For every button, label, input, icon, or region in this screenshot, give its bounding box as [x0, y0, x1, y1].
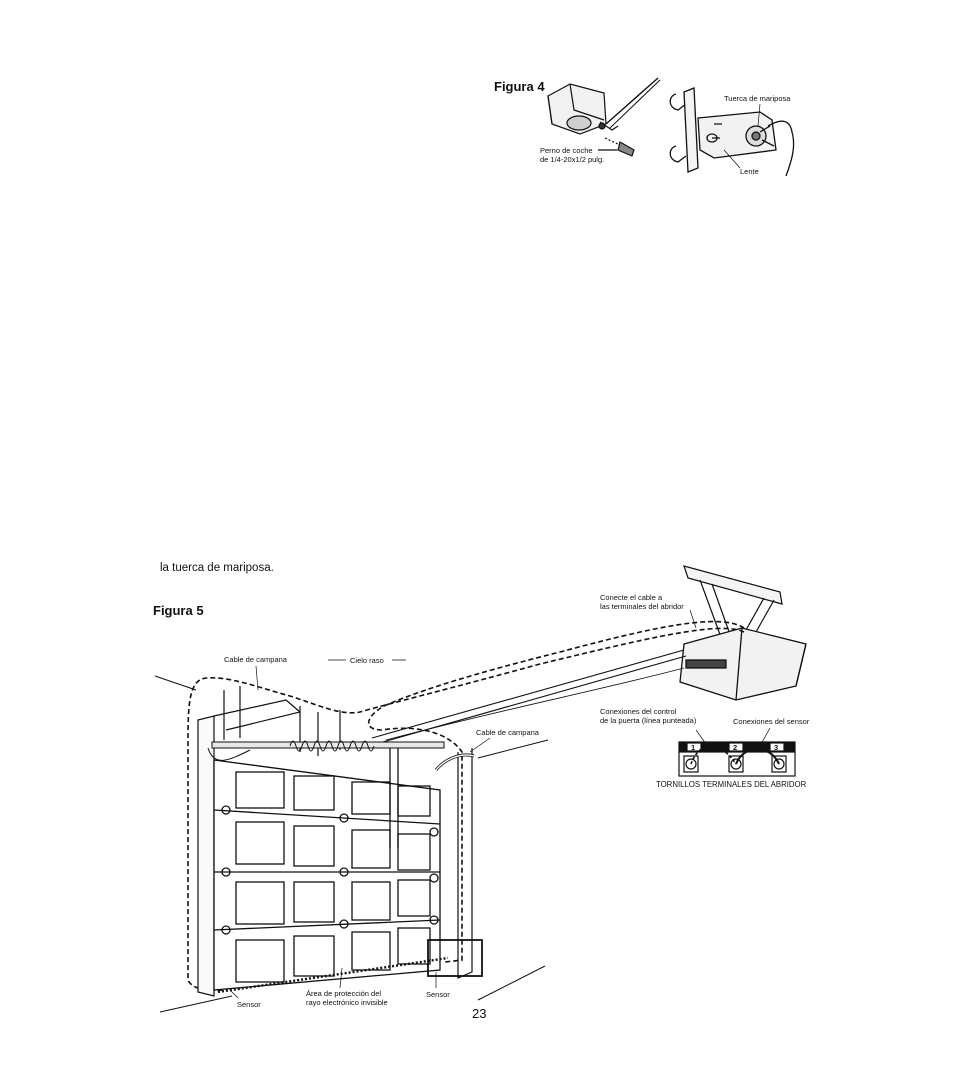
figure5-title: Figura 5 [153, 603, 204, 618]
terminal-1-label: 1 [691, 743, 696, 752]
sensor-highlight-box [427, 939, 483, 977]
opener-unit-drawing [679, 627, 807, 701]
protection-area-line1: Área de protección del [306, 989, 382, 998]
protection-area-line2: rayo electrónico invisible [306, 998, 388, 1007]
door-control-label: Conexiones del control de la puerta (lín… [600, 707, 696, 725]
door-control-line2: de la puerta (línea punteada) [600, 716, 697, 725]
bolt-label-line2: de 1/4-20x1/2 pulg. [540, 155, 605, 164]
connect-wire-label: Conecte el cable a las terminales del ab… [600, 593, 684, 611]
torsion-spring-drawing [207, 740, 475, 771]
bell-wire-top-label: Cable de campana [224, 655, 287, 664]
garage-door-drawing [213, 748, 449, 994]
sensor-left-drawing [547, 77, 661, 157]
bolt-label: Perno de coche de 1/4-20x1/2 pulg. [540, 146, 604, 164]
opener-mount-drawing [683, 565, 783, 641]
bell-wire-path [187, 620, 745, 992]
page-number: 23 [472, 1006, 487, 1021]
sensor-connections-label: Conexiones del sensor [733, 717, 810, 726]
connect-line2: las terminales del abridor [600, 602, 684, 611]
terminal-screws-label: TORNILLOS TERMINALES DEL ABRIDOR [656, 780, 807, 789]
protection-area-label: Área de protección del rayo electrónico … [306, 989, 388, 1007]
terminal-3-label: 3 [774, 743, 779, 752]
wingnut-label: Tuerca de mariposa [724, 94, 791, 103]
connect-line1: Conecte el cable a [600, 593, 663, 602]
bolt-label-line1: Perno de coche [540, 146, 593, 155]
figure4-title: Figura 4 [494, 79, 545, 94]
terminal-2-label: 2 [733, 743, 738, 752]
sensor-left-label: Sensor [237, 1000, 261, 1009]
lens-label: Lente [740, 167, 759, 176]
sensor-right-label: Sensor [426, 990, 450, 999]
ceiling-label: Cielo raso [350, 656, 384, 665]
garage-frame-drawing [197, 686, 473, 997]
door-control-line1: Conexiones del control [600, 707, 677, 716]
bell-wire-right-label: Cable de campana [476, 728, 539, 737]
body-text: la tuerca de mariposa. [160, 562, 274, 574]
